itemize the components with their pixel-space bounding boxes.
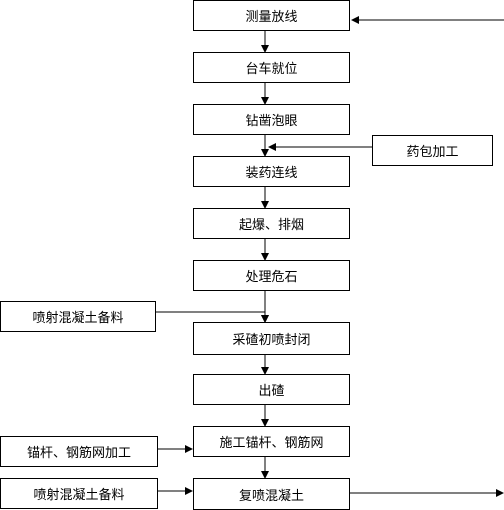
input-shotcrete-prep-2: 喷射混凝土备料 [0, 478, 158, 509]
step-final-spray: 复喷混凝土 [193, 478, 350, 510]
arrow-shotcrete-prep-1 [156, 311, 269, 323]
step-charge: 装药连线 [193, 156, 350, 187]
step-blast: 起爆、排烟 [193, 208, 350, 239]
input-shotcrete-prep-1: 喷射混凝土备料 [0, 301, 156, 332]
input-explosive-prep: 药包加工 [372, 135, 493, 166]
step-bolting: 施工锚杆、钢筋网 [193, 426, 350, 457]
step-drill: 钻凿泡眼 [193, 104, 350, 135]
input-bolt-mesh-prep: 锚杆、钢筋网加工 [0, 436, 158, 467]
step-initial-spray: 采碴初喷封闭 [193, 322, 350, 355]
step-trolley: 台车就位 [193, 52, 350, 83]
step-survey: 测量放线 [193, 0, 350, 31]
step-scaling: 处理危石 [193, 260, 350, 291]
step-mucking: 出碴 [193, 374, 350, 405]
